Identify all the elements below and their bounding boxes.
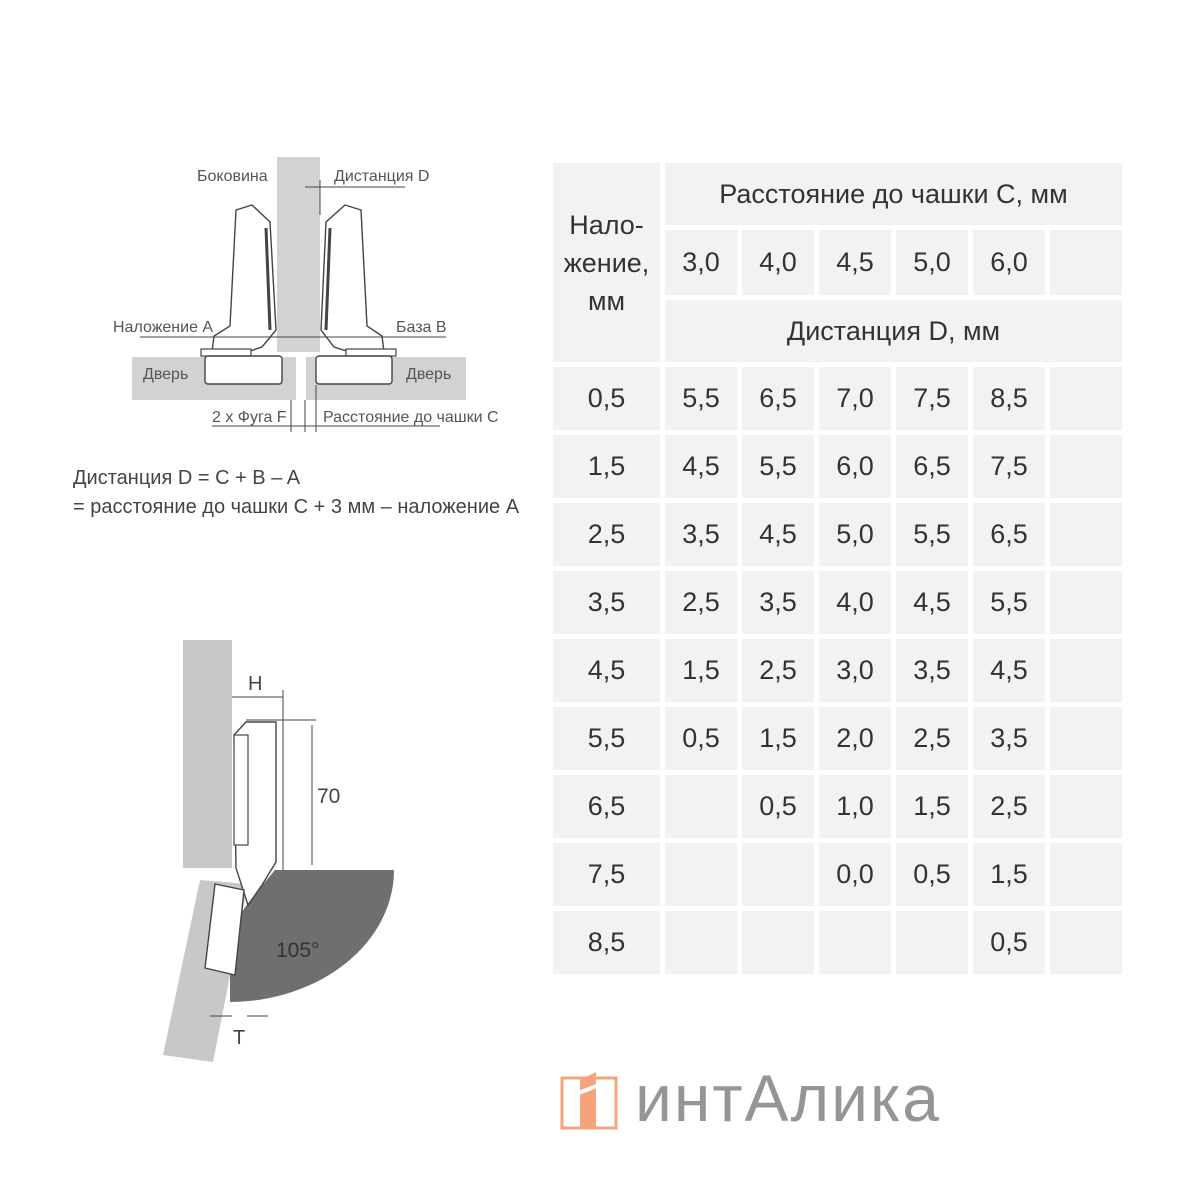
distance-value-cell [1050,911,1122,974]
distance-value-cell [665,775,737,838]
opening-angle-sector [230,870,394,1002]
label-t: T [233,1027,245,1049]
distance-value-cell: 2,5 [973,775,1045,838]
overlay-value-cell: 7,5 [553,843,660,906]
distance-value-cell [742,843,814,906]
overlay-value-cell: 1,5 [553,435,660,498]
distance-value-cell: 3,5 [896,639,968,702]
distance-value-cell: 5,5 [665,367,737,430]
distance-value-cell [1050,775,1122,838]
distance-value-cell: 3,5 [973,707,1045,770]
distance-value-cell: 2,5 [742,639,814,702]
distance-value-cell: 5,5 [742,435,814,498]
label-door-left: Дверь [143,366,188,383]
distance-value-cell [1050,707,1122,770]
right-hinge-cup [315,355,393,385]
distance-value-cell: 8,5 [973,367,1045,430]
label-side-panel: Боковина [197,168,268,185]
distance-value-cell: 2,5 [896,707,968,770]
overlay-value-cell: 2,5 [553,503,660,566]
distance-value-cell: 1,5 [896,775,968,838]
overlay-value-cell: 0,5 [553,367,660,430]
distance-value-cell: 0,5 [742,775,814,838]
distance-value-cell: 6,0 [819,435,891,498]
left-hinge-cup [204,355,283,385]
label-angle: 105° [276,939,319,962]
top-hinge-diagram: Боковина Дистанция D Наложение A База B … [113,157,499,432]
cabinet-wall [183,640,232,868]
distance-value-cell: 5,5 [896,503,968,566]
distance-value-cell [1050,639,1122,702]
distance-header: Дистанция D, мм [665,300,1122,362]
distance-value-cell [665,911,737,974]
distance-value-cell: 7,0 [819,367,891,430]
formula-line-1: Дистанция D = C + B – A [73,467,301,489]
distance-table: Нало- жение, мм Расстояние до чашки C, м… [553,163,1122,974]
distance-value-cell: 6,5 [973,503,1045,566]
distance-value-cell [665,843,737,906]
distance-value-cell: 7,5 [896,367,968,430]
distance-value-cell: 6,5 [896,435,968,498]
distance-value-cell: 3,0 [819,639,891,702]
label-base-b: База B [396,319,447,336]
distance-value-cell: 4,0 [819,571,891,634]
label-height-70: 70 [317,785,340,808]
distance-value-cell: 1,5 [973,843,1045,906]
distance-value-cell [1050,435,1122,498]
c-value-cell: 4,0 [742,230,814,295]
distance-value-cell: 4,5 [973,639,1045,702]
distance-value-cell [1050,843,1122,906]
distance-value-cell [819,911,891,974]
distance-value-cell: 0,5 [896,843,968,906]
distance-value-cell: 0,0 [819,843,891,906]
distance-value-cell: 7,5 [973,435,1045,498]
right-hinge-arm [320,204,385,353]
distance-value-cell: 6,5 [742,367,814,430]
label-door-right: Дверь [406,366,451,383]
left-hinge-arm [211,204,277,353]
distance-value-cell: 0,5 [973,911,1045,974]
right-hinge-plate [345,348,397,357]
distance-value-cell [742,911,814,974]
c-value-cell: 5,0 [896,230,968,295]
distance-value-cell: 4,5 [742,503,814,566]
distance-value-cell: 5,0 [819,503,891,566]
label-distance-d: Дистанция D [334,168,429,185]
overlay-value-cell: 4,5 [553,639,660,702]
distance-value-cell [1050,503,1122,566]
label-overlay-a: Наложение A [113,319,213,336]
c-value-cell [1050,230,1122,295]
cup-distance-header: Расстояние до чашки C, мм [665,163,1122,225]
c-value-cell: 6,0 [973,230,1045,295]
c-value-cell: 4,5 [819,230,891,295]
overlay-value-cell: 5,5 [553,707,660,770]
distance-value-cell: 4,5 [665,435,737,498]
distance-value-cell: 0,5 [665,707,737,770]
distance-value-cell [1050,367,1122,430]
distance-value-cell: 5,5 [973,571,1045,634]
distance-value-cell [896,911,968,974]
left-hinge-plate [200,348,252,357]
hinge-cup-side [204,883,245,976]
distance-value-cell: 4,5 [896,571,968,634]
overlay-value-cell: 8,5 [553,911,660,974]
label-cup-distance-c: Расстояние до чашки C [323,409,499,426]
distance-value-cell: 1,5 [665,639,737,702]
formula-line-2: = расстояние до чашки C + 3 мм – наложен… [73,496,520,518]
label-h: H [248,673,262,695]
distance-value-cell: 1,0 [819,775,891,838]
overlay-value-cell: 3,5 [553,571,660,634]
distance-value-cell: 2,0 [819,707,891,770]
distance-value-cell: 3,5 [665,503,737,566]
side-panel [277,157,320,352]
label-gap-f: 2 x Фуга F [212,409,287,426]
distance-value-cell [1050,571,1122,634]
c-value-cell: 3,0 [665,230,737,295]
overlay-header: Нало- жение, мм [553,163,660,362]
distance-value-cell: 3,5 [742,571,814,634]
distance-value-cell: 1,5 [742,707,814,770]
bottom-hinge-diagram: H 70 105° T [163,640,394,1062]
overlay-value-cell: 6,5 [553,775,660,838]
distance-value-cell: 2,5 [665,571,737,634]
